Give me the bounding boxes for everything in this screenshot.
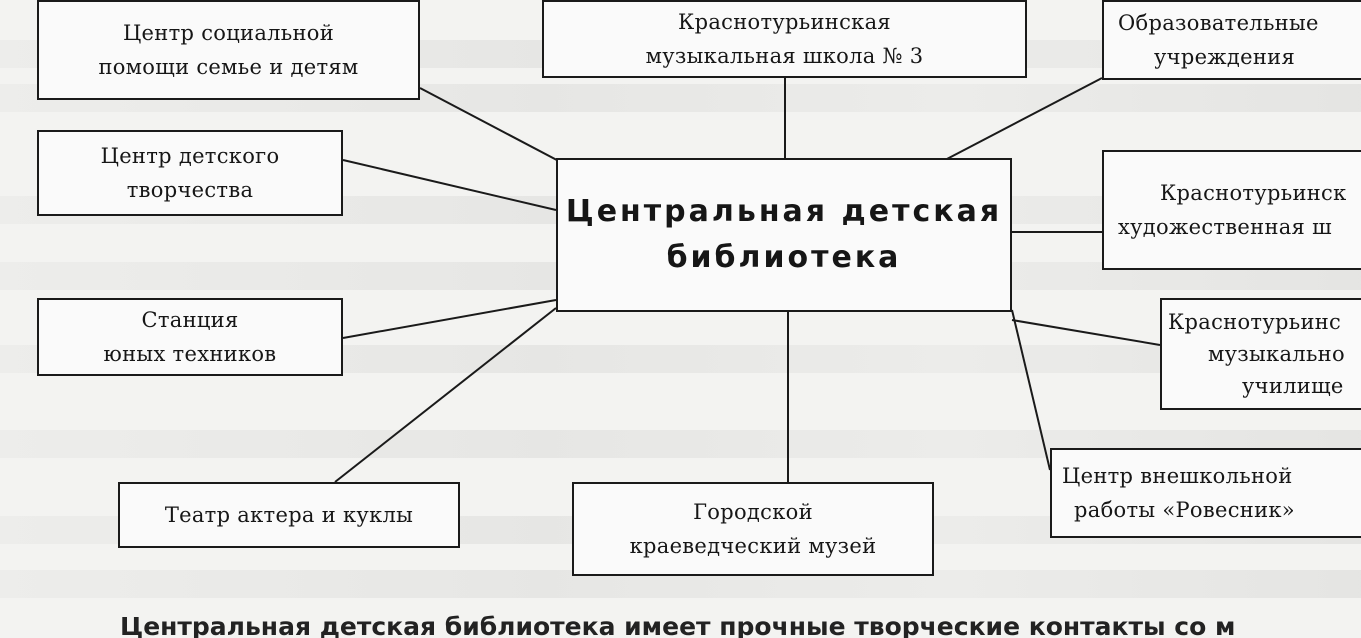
node-label: Краснотурьинская (678, 10, 891, 34)
node-label: помощи семье и детям (98, 55, 359, 79)
node-label: Центр внешкольной (1062, 464, 1293, 488)
node-label: музыкальная школа № 3 (645, 44, 924, 68)
node-label: юных техников (103, 342, 277, 366)
node-label: Центр социальной (122, 21, 335, 45)
node-label: работы «Ровесник» (1074, 498, 1295, 522)
center-label: библиотека (666, 240, 902, 275)
node-label: Центр детского (100, 144, 280, 168)
node-children-creativity: Центр детского творчества (37, 130, 343, 216)
connector-children-creativity (342, 159, 557, 211)
connector-young-technicians (342, 299, 557, 339)
node-social-center: Центр социальной помощи семье и детям (37, 0, 420, 100)
node-label: училище (1242, 374, 1344, 398)
node-label: творчества (126, 178, 254, 202)
connector-theatre (334, 307, 557, 483)
connector-extracurricular (1011, 309, 1051, 471)
node-music-school-3: Краснотурьинская музыкальная школа № 3 (542, 0, 1027, 78)
node-label: Образовательные (1118, 11, 1319, 35)
footer-paragraph-text: Центральная детская библиотека имеет про… (120, 612, 1236, 638)
node-label: краеведческий музей (629, 534, 877, 558)
node-label: музыкально (1208, 342, 1345, 366)
node-label: Краснотурьинс (1168, 310, 1342, 334)
node-music-college: Краснотурьинс музыкально училище (1160, 298, 1361, 410)
node-museum: Городской краеведческий музей (572, 482, 934, 576)
node-label: Станция (141, 308, 239, 332)
node-educational: Образовательные учреждения (1102, 0, 1361, 80)
node-label: учреждения (1154, 45, 1296, 69)
node-extracurricular: Центр внешкольной работы «Ровесник» (1050, 448, 1361, 538)
connector-educational (944, 77, 1103, 161)
node-label: Театр актера и куклы (164, 503, 414, 527)
node-central-library: Центральная детская библиотека (556, 158, 1012, 312)
node-young-technicians: Станция юных техников (37, 298, 343, 376)
connector-social-center (419, 87, 573, 169)
node-art-school: Краснотурьинск художественная ш (1102, 150, 1361, 270)
node-label: Краснотурьинск (1160, 181, 1347, 205)
center-label: Центральная детская (565, 194, 1003, 229)
connector-music-college (1011, 319, 1161, 346)
node-theatre: Театр актера и куклы (118, 482, 460, 548)
node-label: Городской (693, 500, 813, 524)
node-label: художественная ш (1118, 215, 1332, 239)
